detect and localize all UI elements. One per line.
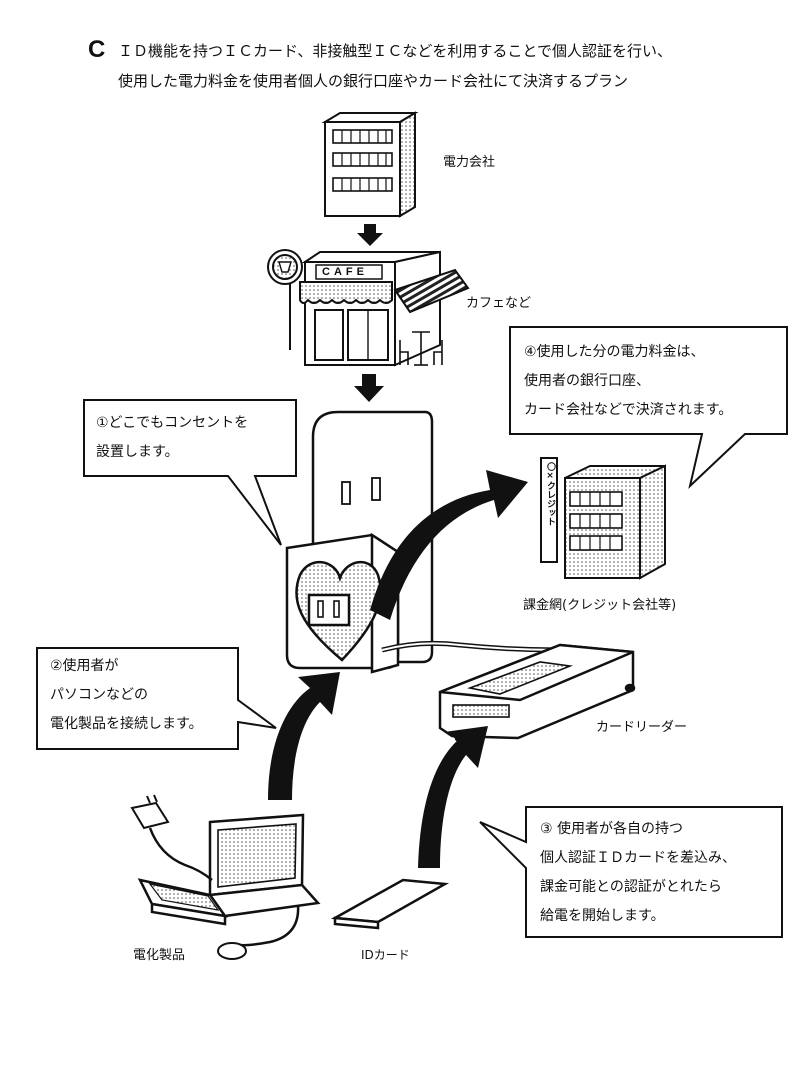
- arrow-card-to-reader: [418, 726, 488, 868]
- callout-4-line-2: 使用者の銀行口座、: [524, 373, 650, 389]
- callout-2-bubble: [36, 647, 277, 750]
- callout-3-line-1: ③ 使用者が各自の持つ: [540, 821, 684, 837]
- arrow-to-billing: [370, 470, 528, 620]
- callout-3-line-2: 個人認証ＩＤカードを差込み、: [540, 850, 736, 866]
- callout-1-line-1: ①どこでもコンセントを: [96, 415, 249, 431]
- callout-4-line-1: ④使用した分の電力料金は、: [524, 344, 705, 360]
- label-id-card: IDカード: [361, 948, 410, 962]
- callout-4-line-3: カード会社などで決済されます。: [524, 402, 733, 418]
- callout-4-bubble: [509, 326, 788, 490]
- power-company-building: [321, 111, 419, 218]
- callout-4-text: ④使用した分の電力料金は、 使用者の銀行口座、 カード会社などで決済されます。: [524, 338, 732, 425]
- callout-2-text: ②使用者が パソコンなどの 電化製品を接続します。: [50, 652, 203, 739]
- callout-3-bubble: [479, 806, 783, 938]
- header-line-2: 使用した電力料金を使用者個人の銀行口座やカード会社にて決済するプラン: [118, 72, 629, 90]
- callout-3-line-3: 課金可能との認証がとれたら: [540, 879, 722, 895]
- callout-2-line-2: パソコンなどの: [50, 687, 148, 703]
- callout-1-line-2: 設置します。: [96, 444, 179, 460]
- label-appliances: 電化製品: [133, 948, 186, 963]
- callout-1-bubble: [83, 399, 297, 546]
- power-adapter-brick: [130, 794, 213, 881]
- id-card: [330, 878, 450, 930]
- callout-2-line-1: ②使用者が: [50, 658, 119, 674]
- credit-sign-text: 〇×クレジット: [545, 462, 555, 526]
- callout-1-text: ①どこでもコンセントを 設置します。: [96, 409, 248, 467]
- label-cafe: カフェなど: [466, 296, 532, 311]
- mouse: [217, 904, 300, 960]
- laptop: [137, 813, 321, 926]
- cafe-sign-text: CAFE: [322, 266, 368, 278]
- callout-3-text: ③ 使用者が各自の持つ 個人認証ＩＤカードを差込み、 課金可能との認証がとれたら…: [540, 815, 736, 931]
- header-line-1: ＩＤ機能を持つＩＣカード、非接触型ＩＣなどを利用することで個人認証を行い、: [118, 42, 672, 60]
- label-billing-network: 課金網(クレジット会社等): [523, 598, 677, 613]
- label-card-reader: カードリーダー: [596, 720, 688, 735]
- arrow-down-2: [354, 374, 384, 402]
- callout-3-line-4: 給電を開始します。: [540, 908, 665, 924]
- cafe-building: [267, 249, 470, 367]
- label-power-company: 電力会社: [443, 155, 496, 170]
- section-letter: C: [88, 36, 106, 63]
- arrow-laptop-to-adapter: [268, 672, 340, 800]
- callout-2-line-3: 電化製品を接続します。: [50, 716, 203, 732]
- credit-company-building: [540, 457, 666, 580]
- arrow-down-1: [357, 224, 383, 246]
